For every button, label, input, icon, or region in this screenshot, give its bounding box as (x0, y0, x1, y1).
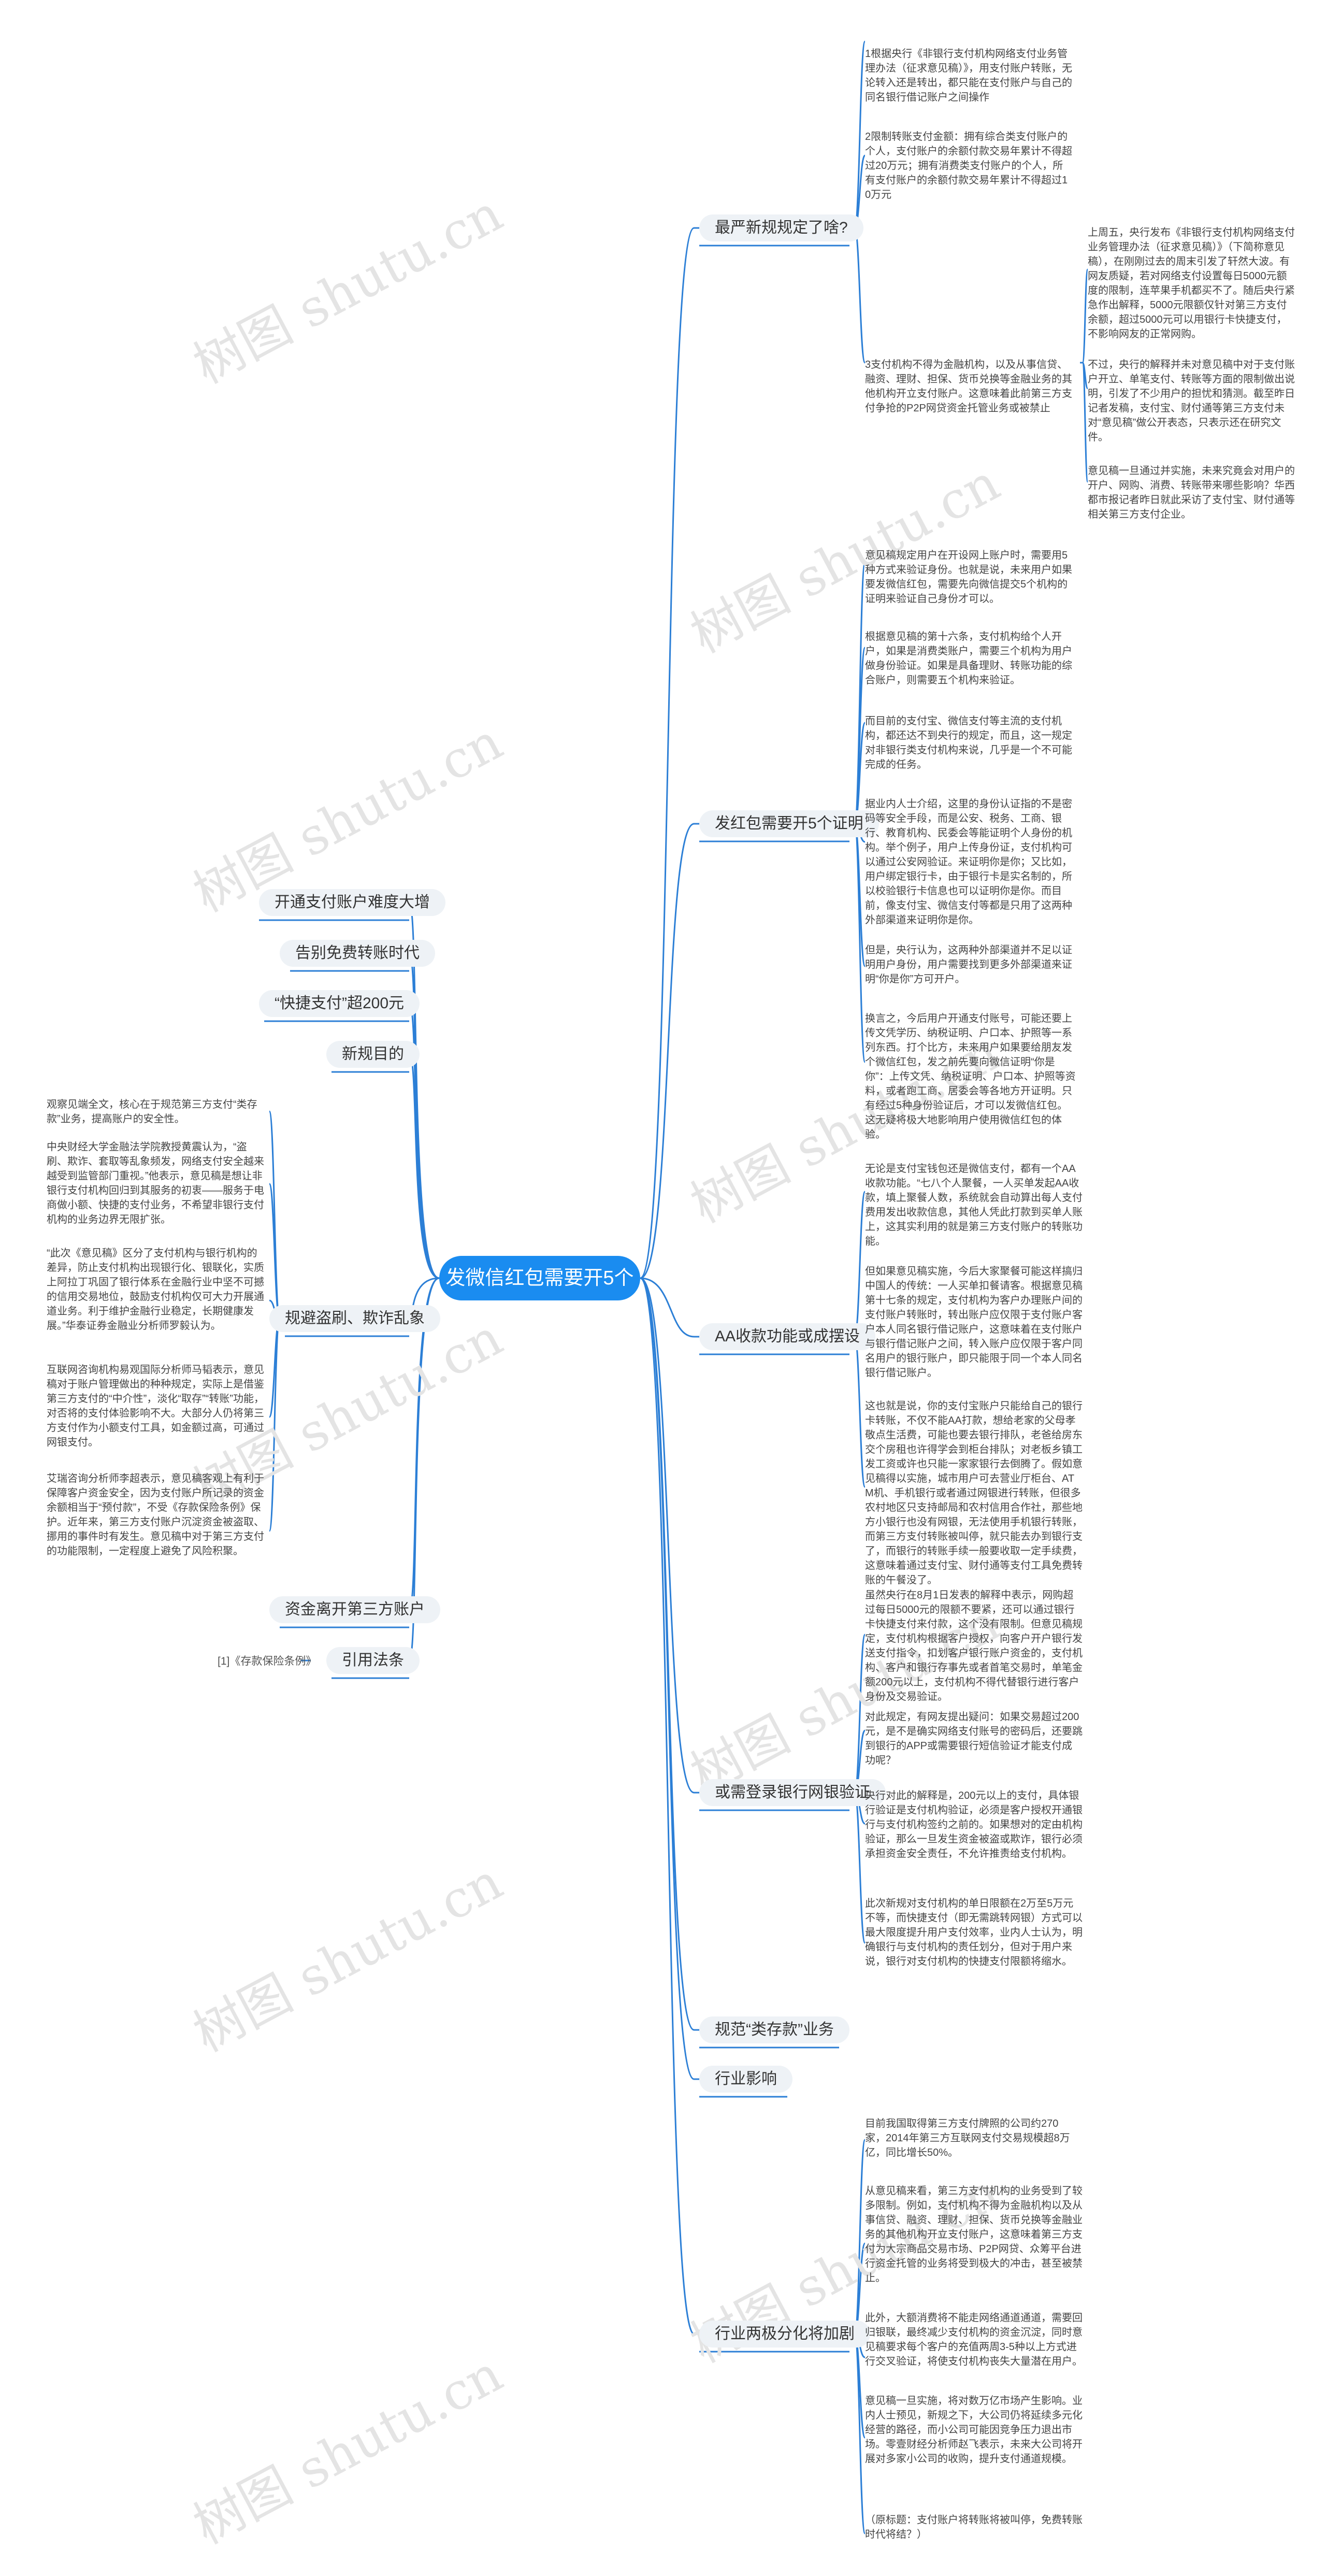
leaf-text: 央行对此的解释是，200元以上的支付，具体银行验证是支付机构验证，必须是客户授权… (865, 1790, 1083, 1859)
leaf-text: 中央财经大学金融法学院教授黄震认为，“盗刷、欺诈、套取等乱象频发，网络支付安全越… (47, 1141, 264, 1225)
leaf-text: 但是，央行认为，这两种外部渠道并不足以证明用户身份，用户需要找到更多外部渠道来证… (865, 944, 1072, 985)
leaf-text: 3支付机构不得为金融机构，以及从事信贷、融资、理财、担保、货币兑换等金融业务的其… (865, 359, 1072, 414)
leaf-text: 根据意见稿的第十六条，支付机构给个人开户，如果是消费类账户，需要三个机构为用户做… (865, 631, 1072, 686)
leaf-text: 虽然央行在8月1日发表的解释中表示，网购超过每日5000元的限额不要紧，还可以通… (865, 1590, 1083, 1702)
leaf-text: 从意见稿来看，第三方支付机构的业务受到了较多限制。例如，支付机构不得为金融机构以… (865, 2185, 1083, 2284)
leaf-text: 不过，央行的解释并未对意见稿中对于支付账户开立、单笔支付、转账等方面的限制做出说… (1088, 359, 1295, 443)
leaf-text: 意见稿规定用户在开设网上账户时，需要用5种方式来验证身份。也就是说，未来用户如果… (865, 550, 1072, 605)
branch-quick-pay-200[interactable]: “快捷支付”超200元 (259, 990, 420, 1017)
leaf-text: 2限制转账支付金额：拥有综合类支付账户的个人，支付账户的余额付款交易年累计不得超… (865, 131, 1072, 201)
leaf-text: 意见稿一旦实施，将对数万亿市场产生影响。业内人士预见，新规之下，大公司仍将延续多… (865, 2395, 1083, 2465)
branch-strict-new-rules[interactable]: 最严新规规定了啥? (699, 214, 863, 241)
root-topic[interactable]: 发微信红包需要开5个证明 (439, 1256, 640, 1334)
leaf-text: “此次《意见稿》区分了支付机构与银行机构的差异，防止支付机构出现银行化、银联化，… (47, 1248, 264, 1332)
leaf-text: 但如果意见稿实施，今后大家聚餐可能这样搞归中国人的传统：一人买单扣餐请客。根据意… (865, 1266, 1083, 1379)
leaf-text: 互联网咨询机构易观国际分析师马韬表示，意见稿对于账户管理做出的种种规定，实际上是… (47, 1364, 264, 1448)
leaf-text: 而目前的支付宝、微信支付等主流的支付机构，都还达不到央行的规定，而且，这一规定对… (865, 715, 1072, 770)
leaf-text: 无论是支付宝钱包还是微信支付，都有一个AA收款功能。“七八个人聚餐，一人买单发起… (865, 1163, 1083, 1247)
leaf-text: 换言之，今后用户开通支付账号，可能还要上传文凭学历、纳税证明、户口本、护照等一系… (865, 1013, 1076, 1140)
branch-deposit-like-business[interactable]: 规范“类存款”业务 (699, 2016, 849, 2043)
leaf-text: 此外，大额消费将不能走网络通道通道，需要回归银联，最终减少支付机构的资金沉淀，同… (865, 2312, 1083, 2367)
leaf-text: 据业内人士介绍，这里的身份认证指的不是密码等安全手段，而是公安、税务、工商、银行… (865, 798, 1072, 926)
branch-purpose[interactable]: 新规目的 (326, 1041, 420, 1068)
leaf-text: 观察见端全文，核心在于规范第三方支付“类存款”业务，提高账户的安全性。 (47, 1099, 257, 1125)
leaf-text: 这也就是说，你的支付宝账户只能给自己的银行卡转账，不仅不能AA打款，想给老家的父… (865, 1400, 1083, 1586)
branch-aa-collection[interactable]: AA收款功能或成摆设 (699, 1323, 876, 1350)
branch-fraud-prevention[interactable]: 规避盗刷、欺诈乱象 (269, 1305, 440, 1332)
leaf-text: 目前我国取得第三方支付牌照的公司约270家，2014年第三方互联网支付交易规模超… (865, 2118, 1070, 2158)
leaf-text: 艾瑞咨询分析师李超表示，意见稿客观上有利于保障客户资金安全，因为支付账户所记录的… (47, 1473, 264, 1557)
branch-polarization[interactable]: 行业两极分化将加剧 (699, 2321, 870, 2348)
law-reference: [1]《存款保险条例》 (218, 1655, 317, 1667)
branch-cited-law[interactable]: 引用法条 (326, 1647, 420, 1674)
leaf-text: 1根据央行《非银行支付机构网络支付业务管理办法（征求意见稿）》，用支付账户转账，… (865, 48, 1072, 103)
branch-red-packet-5-proofs[interactable]: 发红包需要开5个证明 (699, 810, 879, 837)
branch-funds-leave[interactable]: 资金离开第三方账户 (269, 1596, 440, 1623)
leaf-text: 此次新规对支付机构的单日限额在2万至5万元不等，而快捷支付（即无需跳转网银）方式… (865, 1898, 1083, 1967)
branch-account-difficulty[interactable]: 开通支付账户难度大增 (259, 889, 445, 916)
leaf-text: 意见稿一旦通过并实施，未来究竟会对用户的开户、网购、消费、转账带来哪些影响？华西… (1088, 465, 1295, 520)
branch-industry-impact[interactable]: 行业影响 (699, 2066, 792, 2093)
branch-free-transfer-end[interactable]: 告别免费转账时代 (280, 940, 435, 967)
leaf-text: 对此规定，有网友提出疑问：如果交易超过200元，是不是确实网络支付账号的密码后，… (865, 1711, 1083, 1766)
leaf-text: 上周五，央行发布《非银行支付机构网络支付业务管理办法（征求意见稿）》（下简称意见… (1088, 227, 1295, 340)
branch-online-bank-verify[interactable]: 或需登录银行网银验证 (699, 1779, 886, 1806)
leaf-text: （原标题：支付账户将转账将被叫停，免费转账时代将结？） (865, 2514, 1083, 2540)
